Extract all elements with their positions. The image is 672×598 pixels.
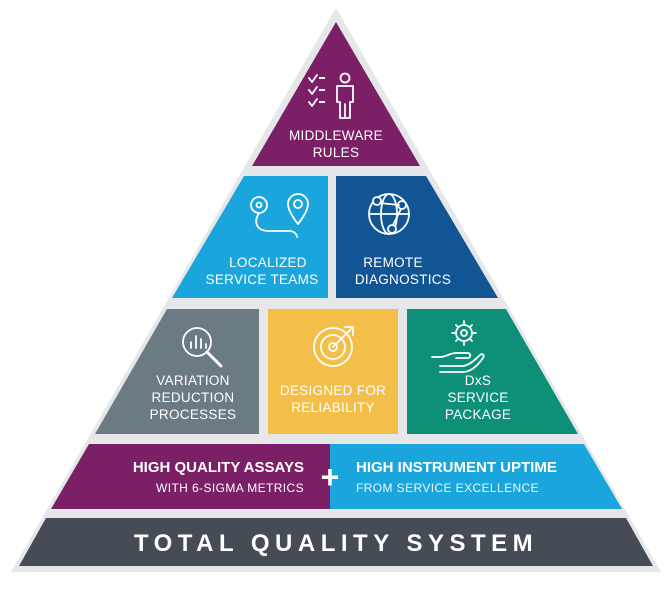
network-globe-icon — [368, 193, 410, 235]
tier-variation-reduction — [95, 309, 259, 434]
tier-label: DxS — [465, 373, 491, 388]
tier-label: DIAGNOSTICS — [355, 272, 451, 287]
plus-sign: + — [321, 459, 340, 495]
band-high-quality-assays — [51, 444, 330, 509]
tier-label: REDUCTION — [152, 390, 235, 405]
base-total-quality-system — [19, 518, 653, 566]
tier-label: VARIATION — [156, 373, 229, 388]
band-left-title: HIGH QUALITY ASSAYS — [133, 459, 304, 476]
band-left-subtitle: WITH 6-SIGMA METRICS — [156, 481, 304, 495]
tier-label: MIDDLEWARE — [289, 128, 383, 143]
tier-label: PROCESSES — [150, 407, 237, 422]
map-pin-route-icon — [250, 193, 309, 238]
tier-label: DESIGNED FOR — [280, 383, 386, 398]
tier-middleware-rules — [252, 22, 420, 166]
band-right-title: HIGH INSTRUMENT UPTIME — [356, 459, 557, 476]
band-right-subtitle: FROM SERVICE EXCELLENCE — [356, 481, 539, 495]
tier-label: PACKAGE — [445, 407, 511, 422]
tier-remote-diagnostics — [336, 176, 498, 298]
tier-designed-for-reliability — [268, 309, 398, 434]
tier-label: LOCALIZED — [229, 255, 307, 270]
tier-label: RULES — [313, 145, 360, 160]
target-arrow-icon — [313, 326, 354, 367]
band-high-instrument-uptime — [330, 444, 622, 509]
tier-label: SERVICE — [447, 390, 508, 405]
checklist-person-icon — [308, 72, 354, 119]
hand-gear-icon — [431, 320, 485, 373]
tier-label: RELIABILITY — [291, 400, 375, 415]
tier-dxs-service-package — [407, 309, 578, 434]
tier-label: SERVICE TEAMS — [206, 272, 319, 287]
base-label: TOTAL QUALITY SYSTEM — [134, 530, 538, 557]
magnifier-chart-icon — [182, 327, 223, 368]
tier-label: REMOTE — [363, 255, 423, 270]
